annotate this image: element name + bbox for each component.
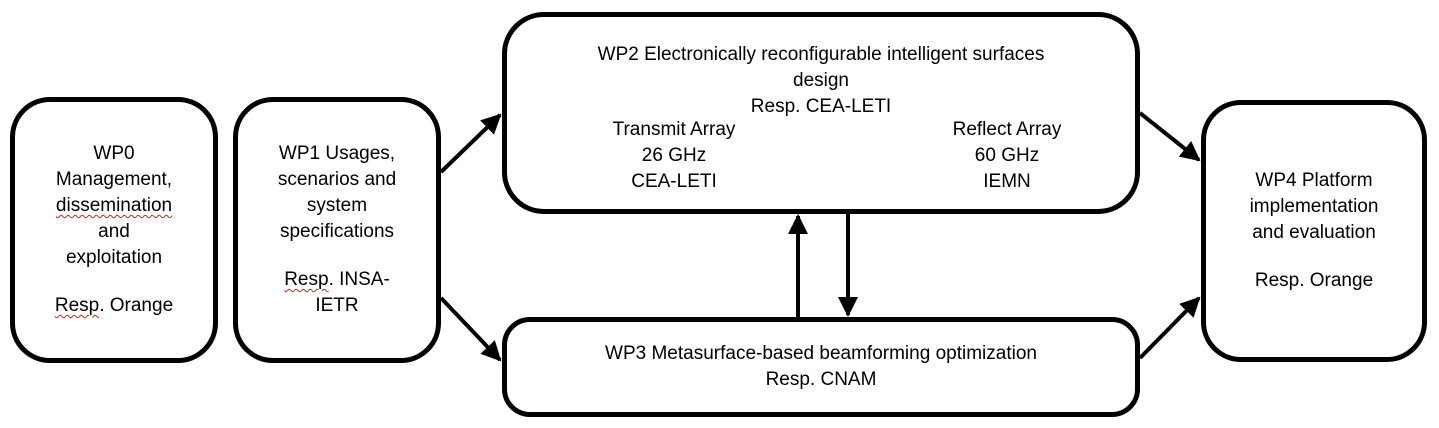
wp2-right-freq: 60 GHz [974, 145, 1040, 166]
wp1-resp-rest: . INSA- [328, 269, 390, 290]
wp1-line-1: WP1 Usages, [278, 143, 396, 164]
wp2-transmit-array: Transmit Array 26 GHz CEA-LETI [569, 117, 779, 195]
wp0-box: WP0 Management, dissemination and exploi… [10, 97, 218, 363]
wp1-line-4: specifications [279, 221, 395, 242]
wp4-line-1: WP4 Platform [1255, 170, 1373, 191]
wp2-box: WP2 Electronically reconfigurable intell… [502, 12, 1140, 214]
wp2-reflect-array: Reflect Array 60 GHz IEMN [902, 117, 1112, 195]
arrow-wp2-to-wp4 [1138, 111, 1201, 162]
wp4-box: WP4 Platform implementation and evaluati… [1201, 100, 1427, 362]
arrow-wp1-to-wp3 [439, 296, 502, 362]
wp3-box: WP3 Metasurface-based beamforming optimi… [502, 317, 1140, 417]
wp0-line-1: WP0 [93, 143, 135, 164]
wp2-resp: Resp. CEA-LETI [750, 96, 892, 117]
wp4-resp: Resp. Orange [1254, 270, 1374, 291]
wp1-resp-line-2: IETR [315, 295, 359, 316]
wp2-left-org: CEA-LETI [631, 171, 717, 192]
wp0-line-5: exploitation [65, 247, 163, 268]
wp0-line-3: dissemination [55, 195, 173, 216]
wp3-title: WP3 Metasurface-based beamforming optimi… [605, 343, 1037, 364]
wp0-line-4: and [98, 221, 130, 242]
wp1-resp-prefix: Resp [284, 269, 329, 290]
wp2-title-line-1: WP2 Electronically reconfigurable intell… [597, 44, 1045, 65]
wp0-resp: Resp. Orange [55, 293, 173, 319]
wp1-resp: Resp. INSA- [284, 267, 390, 293]
wp2-right-org: IEMN [983, 171, 1031, 192]
wp3-resp: Resp. CNAM [765, 369, 877, 390]
wp2-title-line-2: design [793, 70, 849, 91]
wp1-box: WP1 Usages, scenarios and system specifi… [233, 97, 441, 363]
wp0-line-2: Management, [55, 169, 173, 190]
wp0-resp-rest: . Orange [99, 295, 174, 316]
wp2-right-name: Reflect Array [952, 119, 1062, 140]
wp1-line-3: system [306, 195, 368, 216]
wp4-line-2: implementation [1249, 196, 1379, 217]
wp2-left-name: Transmit Array [612, 119, 736, 140]
wp4-line-3: and evaluation [1252, 222, 1376, 243]
wp0-resp-prefix: Resp [54, 295, 100, 316]
wp2-left-freq: 26 GHz [641, 145, 707, 166]
wp1-line-2: scenarios and [277, 169, 397, 190]
arrow-wp3-to-wp4 [1138, 296, 1201, 360]
arrow-wp1-to-wp2 [439, 113, 502, 174]
